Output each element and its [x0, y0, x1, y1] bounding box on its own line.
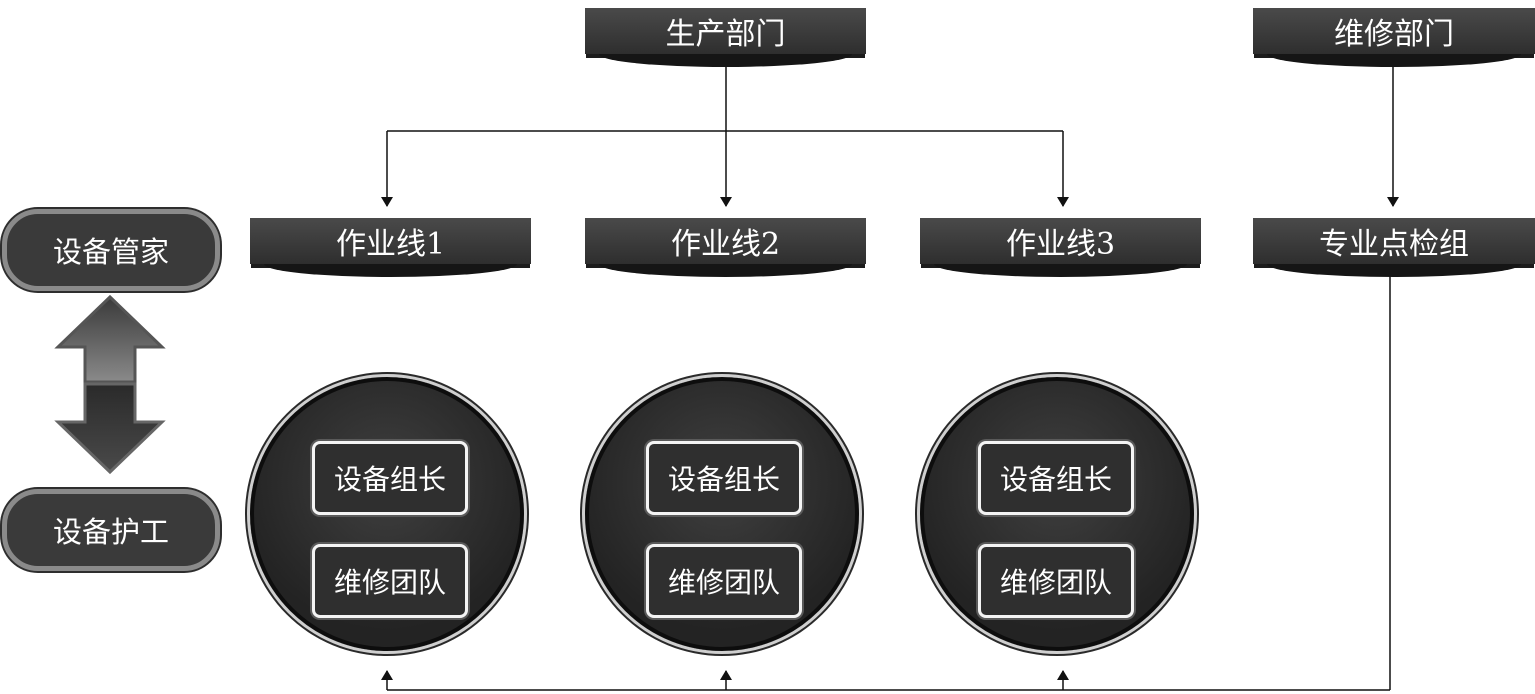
equipment-caretaker-label: 设备护工 — [52, 515, 169, 549]
line1-team-label: 维修团队 — [333, 566, 446, 599]
line2-label: 作业线2 — [670, 227, 781, 262]
line3-leader-label: 设备组长 — [999, 463, 1112, 496]
line2-banner: 作业线2 — [585, 218, 866, 277]
line1-team-box: 维修团队 — [312, 544, 468, 618]
production-dept-label: 生产部门 — [665, 17, 786, 52]
maintenance-dept-banner: 维修部门 — [1253, 8, 1535, 67]
double-arrow-icon — [54, 294, 166, 475]
line2-team-box: 维修团队 — [646, 544, 802, 618]
inspection-group-label: 专业点检组 — [1319, 227, 1469, 262]
maintenance-dept-label: 维修部门 — [1334, 17, 1454, 52]
line1-leader-box: 设备组长 — [312, 441, 468, 515]
line2-team-label: 维修团队 — [667, 566, 780, 599]
line3-team-box: 维修团队 — [978, 544, 1134, 618]
line3-leader-box: 设备组长 — [978, 441, 1134, 515]
line2-leader-box: 设备组长 — [646, 441, 802, 515]
equipment-caretaker-pill: 设备护工 — [2, 489, 220, 571]
equipment-manager-label: 设备管家 — [52, 235, 169, 269]
line3-banner: 作业线3 — [920, 218, 1201, 277]
line1-banner: 作业线1 — [250, 218, 531, 277]
equipment-manager-pill: 设备管家 — [2, 209, 220, 291]
line3-label: 作业线3 — [1005, 227, 1116, 262]
line1-label: 作业线1 — [335, 227, 446, 262]
production-dept-banner: 生产部门 — [585, 8, 866, 67]
inspection-group-banner: 专业点检组 — [1253, 218, 1535, 277]
line3-team-label: 维修团队 — [999, 566, 1112, 599]
line1-leader-label: 设备组长 — [333, 463, 446, 496]
line2-leader-label: 设备组长 — [667, 463, 780, 496]
